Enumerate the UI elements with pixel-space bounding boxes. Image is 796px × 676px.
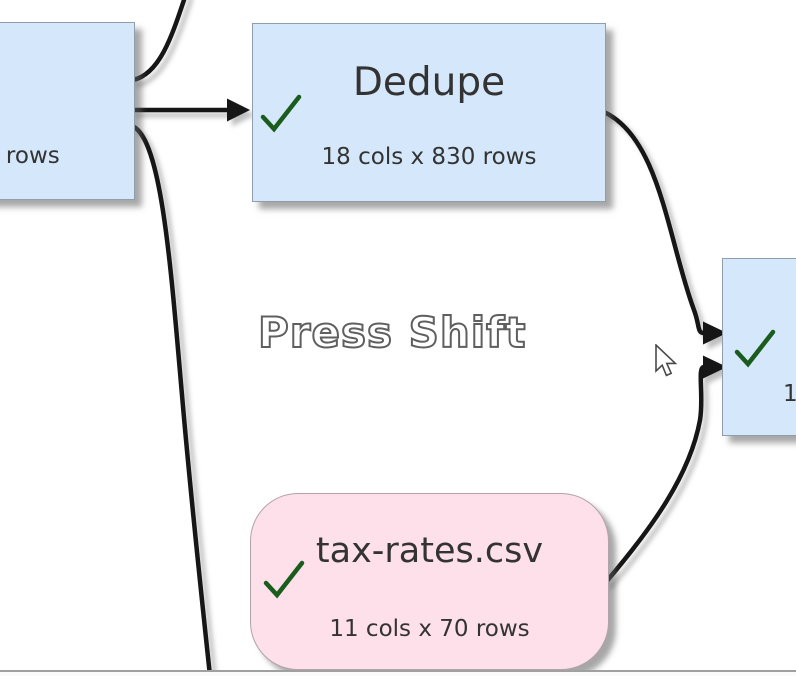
connector-left-down[interactable] bbox=[131, 124, 213, 676]
check-icon bbox=[734, 329, 776, 368]
arrowhead-icon[interactable] bbox=[227, 98, 250, 122]
statusbar-edge bbox=[0, 672, 796, 676]
node-left-partial[interactable]: x rows bbox=[0, 22, 135, 200]
arrow-cursor-icon bbox=[655, 344, 677, 377]
check-icon bbox=[263, 560, 305, 599]
connector-left-to-top[interactable] bbox=[130, 0, 187, 83]
node-subtitle: 1 bbox=[783, 381, 796, 407]
connector-tax-to-right[interactable] bbox=[603, 364, 707, 585]
node-tax-rates[interactable]: tax-rates.csv 11 cols x 70 rows bbox=[250, 493, 609, 670]
connector-dedupe-to-right[interactable] bbox=[601, 109, 707, 336]
node-subtitle: x rows bbox=[0, 143, 60, 169]
node-title: Dedupe bbox=[352, 60, 506, 105]
check-icon bbox=[260, 94, 302, 133]
node-subtitle: 18 cols x 830 rows bbox=[321, 144, 537, 170]
canvas-bottom-divider bbox=[0, 670, 796, 672]
press-shift-watermark: Press Shift bbox=[257, 307, 527, 358]
node-subtitle: 11 cols x 70 rows bbox=[329, 616, 530, 642]
node-right-partial[interactable]: 1 bbox=[722, 258, 796, 436]
node-dedupe[interactable]: Dedupe 18 cols x 830 rows bbox=[252, 23, 606, 202]
node-title: tax-rates.csv bbox=[315, 531, 544, 571]
